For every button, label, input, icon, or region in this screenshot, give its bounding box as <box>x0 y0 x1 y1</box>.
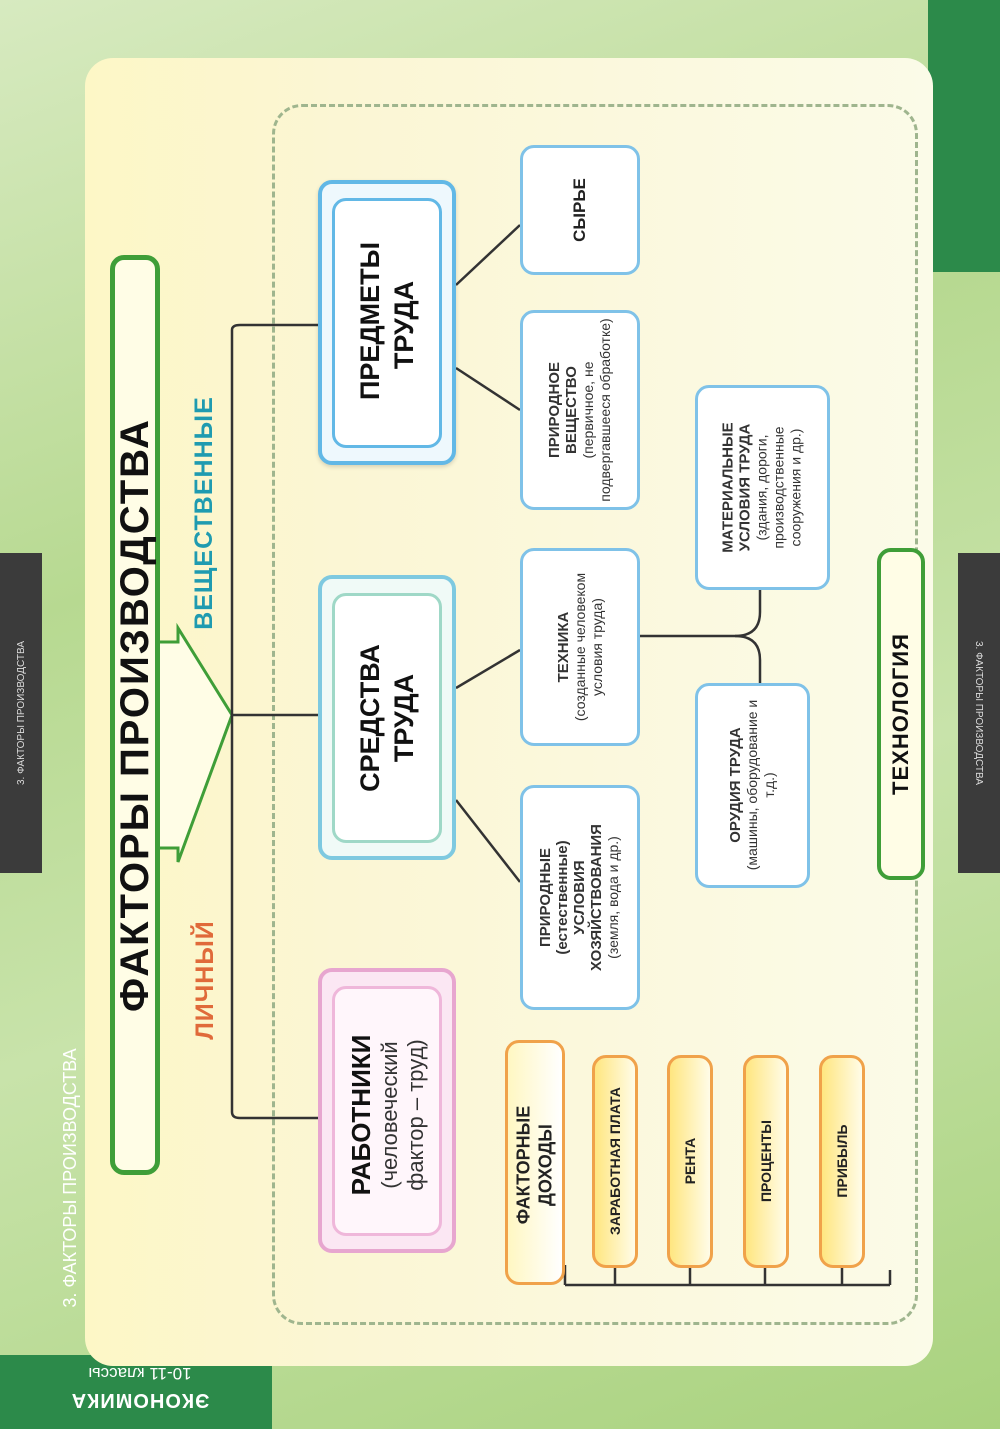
tools-box <box>695 683 810 888</box>
material-conditions-box <box>695 385 830 590</box>
raw-materials-box <box>520 145 640 275</box>
income-item-profit <box>819 1055 865 1268</box>
side-tab-right <box>958 553 1000 873</box>
income-item-profit-label: ПРИБЫЛЬ <box>834 1124 850 1198</box>
workers-label: РАБОТНИКИ (человеческий фактор – труд) <box>345 1034 428 1196</box>
technology-box <box>877 548 925 880</box>
branch-personal-label: ЛИЧНЫЙ <box>190 920 219 1040</box>
income-item-interest-label: ПРОЦЕНТЫ <box>758 1119 774 1203</box>
tools-label: ОРУДИЯ ТРУДА (машины, оборудование и т.д… <box>726 699 777 871</box>
income-item-wages <box>592 1055 638 1268</box>
natural-conditions-label: ПРИРОДНЫЕ (естественные) УСЛОВИЯ ХОЗЯЙСТ… <box>537 824 621 971</box>
side-tab-left <box>0 553 42 873</box>
income-item-rent-label: РЕНТА <box>682 1137 698 1185</box>
means-of-labor-label: СРЕДСТВА ТРУДА <box>355 644 419 792</box>
natural-conditions-box <box>520 785 640 1010</box>
income-item-interest <box>743 1055 789 1268</box>
title-box <box>110 255 160 1175</box>
raw-materials-label: СЫРЬЕ <box>570 178 589 242</box>
technology-means-label: ТЕХНИКА (созданные человеком условия тру… <box>554 572 605 722</box>
factor-income-label: ФАКТОРНЫЕ ДОХОДЫ <box>513 1105 556 1225</box>
technology-label: ТЕХНОЛОГИЯ <box>888 633 913 795</box>
income-item-wages-label: ЗАРАБОТНАЯ ПЛАТА <box>607 1087 623 1235</box>
natural-substance-label: ПРИРОДНОЕ ВЕЩЕСТВО (первичное, не подвер… <box>546 318 613 502</box>
technology-means-box <box>520 548 640 746</box>
workers-box <box>318 968 456 1253</box>
factor-income-box <box>505 1040 565 1285</box>
diagram-title: ФАКТОРЫ ПРОИЗВОДСТВА <box>112 418 157 1012</box>
means-of-labor-box <box>318 575 456 860</box>
income-item-rent <box>667 1055 713 1268</box>
natural-substance-box <box>520 310 640 510</box>
subjects-of-labor-label: ПРЕДМЕТЫ ТРУДА <box>355 241 419 400</box>
corner-tab-top-right <box>928 0 1000 272</box>
material-conditions-label: МАТЕРИАЛЬНЫЕ УСЛОВИЯ ТРУДА (здания, доро… <box>719 422 804 553</box>
branch-material-label: ВЕЩЕСТВЕННЫЕ <box>189 396 218 630</box>
subjects-of-labor-box <box>318 180 456 465</box>
footer-tab <box>0 1355 272 1429</box>
